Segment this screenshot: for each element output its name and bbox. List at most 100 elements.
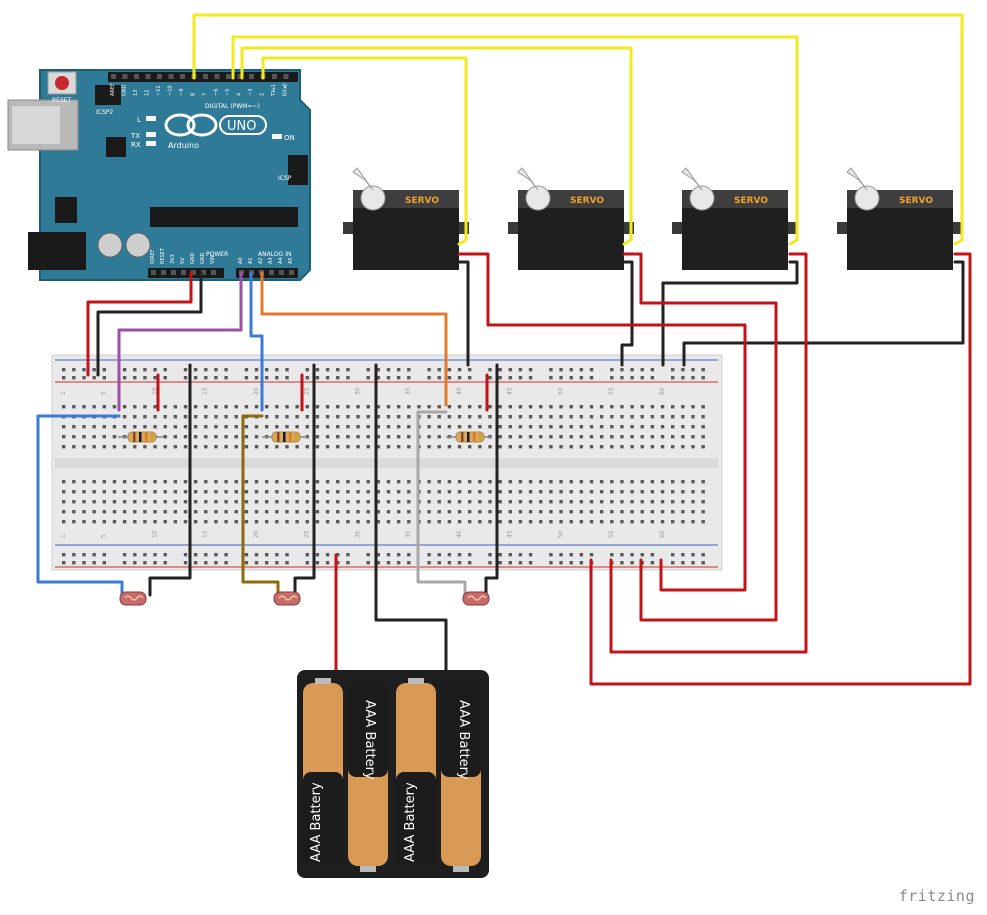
breadboard-hole (589, 520, 594, 524)
breadboard-hole (72, 368, 76, 372)
breadboard-hole (437, 480, 441, 484)
breadboard-hole (254, 405, 259, 409)
breadboard-hole (254, 376, 259, 380)
wire-black-gnd-ldr2 (293, 363, 316, 597)
column-number: 15 (202, 387, 209, 395)
breadboard-hole (508, 445, 512, 449)
breadboard-hole (407, 368, 411, 372)
capacitor-2 (125, 232, 151, 258)
breadboard-hole (376, 376, 381, 380)
breadboard-hole (244, 435, 249, 439)
breadboard-hole (620, 510, 624, 514)
breadboard-hole (92, 553, 96, 557)
breadboard-hole (468, 510, 472, 514)
breadboard-hole (112, 510, 117, 514)
breadboard-hole (457, 561, 462, 565)
breadboard-hole (82, 376, 86, 380)
breadboard-hole (427, 425, 431, 429)
breadboard-hole (447, 553, 452, 557)
breadboard-hole (671, 490, 675, 494)
breadboard-hole (508, 376, 512, 380)
wire-blue-a1 (249, 271, 264, 412)
breadboard-hole (396, 425, 401, 429)
breadboard-hole (112, 520, 117, 524)
breadboard-hole (234, 415, 238, 419)
breadboard-hole (305, 425, 309, 429)
breadboard-hole (468, 405, 472, 409)
breadboard-hole (315, 510, 320, 514)
breadboard-hole (285, 490, 289, 494)
pin-socket (134, 74, 139, 79)
breadboard-hole (620, 405, 624, 409)
breadboard-hole (498, 445, 502, 449)
breadboard-column-numbers: 1155101015152020252530303535404045455050… (60, 387, 666, 538)
breadboard-hole (244, 376, 249, 380)
column-number: 1 (60, 391, 67, 395)
breadboard-hole (508, 500, 512, 504)
breadboard-hole (234, 500, 238, 504)
breadboard-hole (681, 376, 685, 380)
breadboard-hole (366, 435, 370, 439)
breadboard-hole (427, 561, 431, 565)
breadboard-hole (376, 490, 381, 494)
breadboard-hole (650, 376, 655, 380)
breadboard-hole (102, 445, 106, 449)
breadboard-hole (112, 500, 117, 504)
breadboard-hole (163, 376, 167, 380)
wire-red-servo2 (622, 252, 778, 622)
breadboard-hole (173, 415, 178, 419)
breadboard-hole (640, 490, 644, 494)
breadboard-hole (691, 490, 695, 494)
breadboard-hole (579, 368, 584, 372)
breadboard-hole (610, 405, 614, 409)
breadboard-hole (610, 480, 614, 484)
breadboard-hole (163, 553, 167, 557)
wire-orange-a2 (260, 271, 448, 407)
breadboard-hole (92, 561, 96, 565)
breadboard-hole (386, 415, 391, 419)
breadboard-hole (325, 480, 330, 484)
breadboard-hole (630, 510, 634, 514)
breadboard-hole (275, 520, 279, 524)
breadboard-hole (630, 445, 634, 449)
digital-pin-label: ~6 (214, 89, 220, 96)
breadboard-hole (183, 376, 188, 380)
breadboard-hole (234, 435, 238, 439)
breadboard-hole (244, 510, 249, 514)
breadboard-hole (133, 561, 137, 565)
breadboard-hole (396, 561, 401, 565)
breadboard-hole (640, 405, 644, 409)
breadboard-hole (427, 500, 431, 504)
breadboard-hole (183, 368, 188, 372)
column-number: 20 (253, 387, 260, 395)
breadboard-hole (630, 561, 634, 565)
analog-label: ANALOG IN (258, 251, 291, 258)
breadboard-hole (508, 368, 512, 372)
pin-socket (180, 74, 185, 79)
breadboard-hole (275, 561, 279, 565)
breadboard-hole (671, 553, 675, 557)
breadboard-hole (336, 405, 340, 409)
breadboard-hole (539, 480, 543, 484)
breadboard-hole (508, 415, 512, 419)
breadboard-hole (143, 445, 147, 449)
breadboard-hole (315, 490, 320, 494)
column-number: 60 (659, 530, 666, 538)
breadboard-hole (518, 445, 523, 449)
breadboard-hole (376, 520, 381, 524)
breadboard-hole (488, 510, 492, 514)
breadboard-hole (630, 376, 634, 380)
breadboard-hole (599, 520, 604, 524)
power-pin-label: IOREF (150, 249, 156, 264)
breadboard-hole (569, 368, 573, 372)
breadboard-hole (325, 425, 330, 429)
breadboard-hole (579, 500, 584, 504)
breadboard-hole (589, 405, 594, 409)
breadboard-hole (153, 500, 157, 504)
breadboard-hole (579, 376, 584, 380)
breadboard-hole (265, 445, 269, 449)
breadboard-hole (82, 553, 86, 557)
breadboard-hole (102, 368, 106, 372)
breadboard-hole (275, 368, 279, 372)
breadboard-hole (102, 376, 106, 380)
